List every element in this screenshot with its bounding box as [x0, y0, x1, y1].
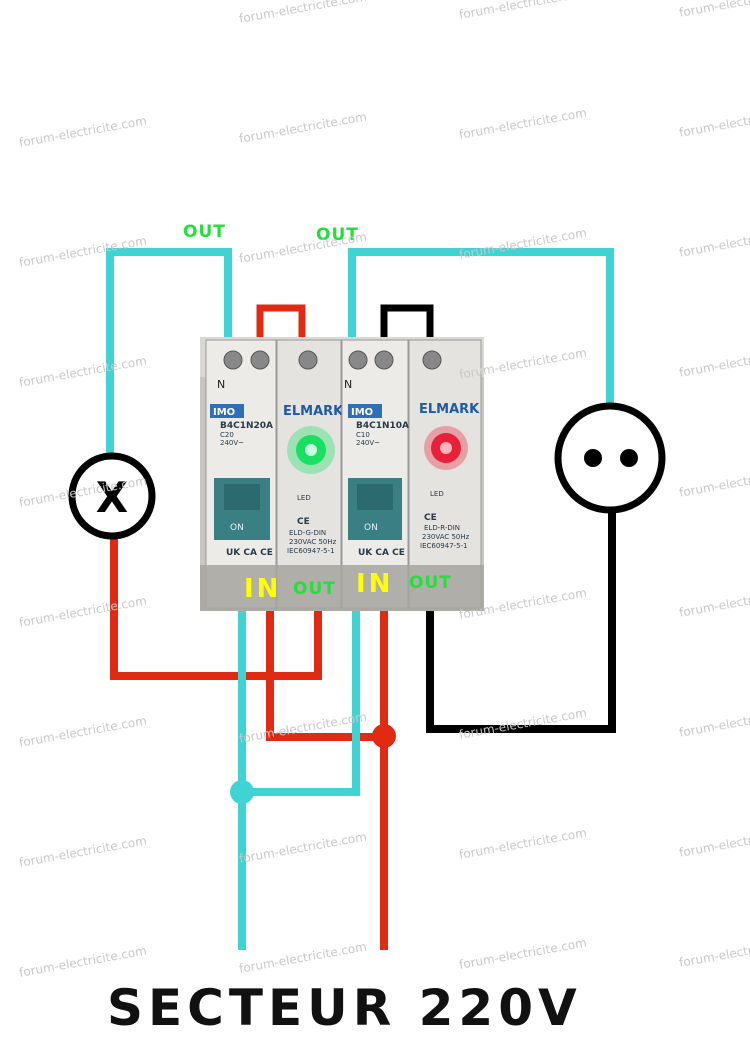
breaker-1-brand: IMO [213, 407, 235, 418]
breaker-1-marks: UK CA CE [226, 548, 273, 558]
wire-neutral-lamp [106, 248, 232, 462]
breaker-1-model: B4C1N20A [220, 421, 273, 431]
breaker-2-neutral: N [344, 378, 352, 391]
breaker-1: N IMO B4C1N20A C20 240V~ ON UK CA CE [205, 339, 277, 609]
label-in-left: IN [244, 574, 281, 604]
lamp-symbol-letter: X [96, 473, 128, 522]
label-out-top-left: OUT [183, 222, 226, 242]
breaker-2-brand: IMO [351, 407, 373, 418]
label-in-right: IN [356, 569, 393, 599]
breaker-1-volt: 240V~ [220, 439, 244, 447]
indicator-red-marks: CE [424, 513, 437, 523]
breaker-2: N IMO B4C1N10A C10 240V~ ON UK CA CE [341, 339, 409, 609]
lamp-symbol-icon: X [68, 452, 156, 540]
breaker-2-model: B4C1N10A [356, 421, 409, 431]
wire-bridge-black [380, 304, 434, 345]
breaker-1-neutral: N [217, 378, 225, 391]
indicator-red-model: ELD-R-DIN [424, 524, 460, 532]
indicator-red-led: LED [430, 490, 444, 498]
indicator-green-brand: ELMARK [283, 404, 344, 419]
indicator-green: ELMARK LED CE ELD-G-DIN 230VAC 50Hz IEC6… [276, 339, 344, 609]
wire-neutral-socket [348, 248, 614, 410]
label-out-top-right: OUT [316, 225, 359, 245]
indicator-green-led: LED [297, 494, 311, 502]
indicator-red: ELMARK LED CE ELD-R-DIN 230VAC 50Hz IEC6… [408, 339, 482, 609]
wire-phase-in-1 [266, 605, 384, 741]
indicator-red-brand: ELMARK [419, 402, 480, 417]
label-out-right-bottom: OUT [409, 573, 452, 593]
breaker-1-rating: C20 [220, 431, 234, 439]
wire-socket-return [426, 508, 616, 733]
junction-dot-icon [230, 780, 254, 804]
wires [106, 248, 616, 950]
indicator-green-marks: CE [297, 517, 310, 527]
indicator-green-std: IEC60947-5-1 [287, 547, 335, 555]
wire-bridge-red [256, 304, 306, 345]
device-photo: N IMO B4C1N20A C20 240V~ ON UK CA CE ELM… [200, 337, 484, 611]
breaker-2-on: ON [364, 523, 378, 533]
indicator-green-spec: 230VAC 50Hz [289, 538, 337, 546]
diagram-title: SECTEUR 220V [107, 979, 582, 1037]
breaker-1-on: ON [230, 523, 244, 533]
indicator-red-spec: 230VAC 50Hz [422, 533, 470, 541]
indicator-red-std: IEC60947-5-1 [420, 542, 468, 550]
label-out-left-bottom: OUT [293, 579, 336, 599]
wire-lamp-return [110, 532, 322, 680]
socket-outlet-icon [554, 402, 666, 514]
breaker-2-rating: C10 [356, 431, 370, 439]
junction-dot-icon [372, 724, 396, 748]
indicator-green-model: ELD-G-DIN [289, 529, 326, 537]
breaker-2-marks: UK CA CE [358, 548, 405, 558]
wire-neutral-in-2 [242, 605, 360, 796]
breaker-2-volt: 240V~ [356, 439, 380, 447]
